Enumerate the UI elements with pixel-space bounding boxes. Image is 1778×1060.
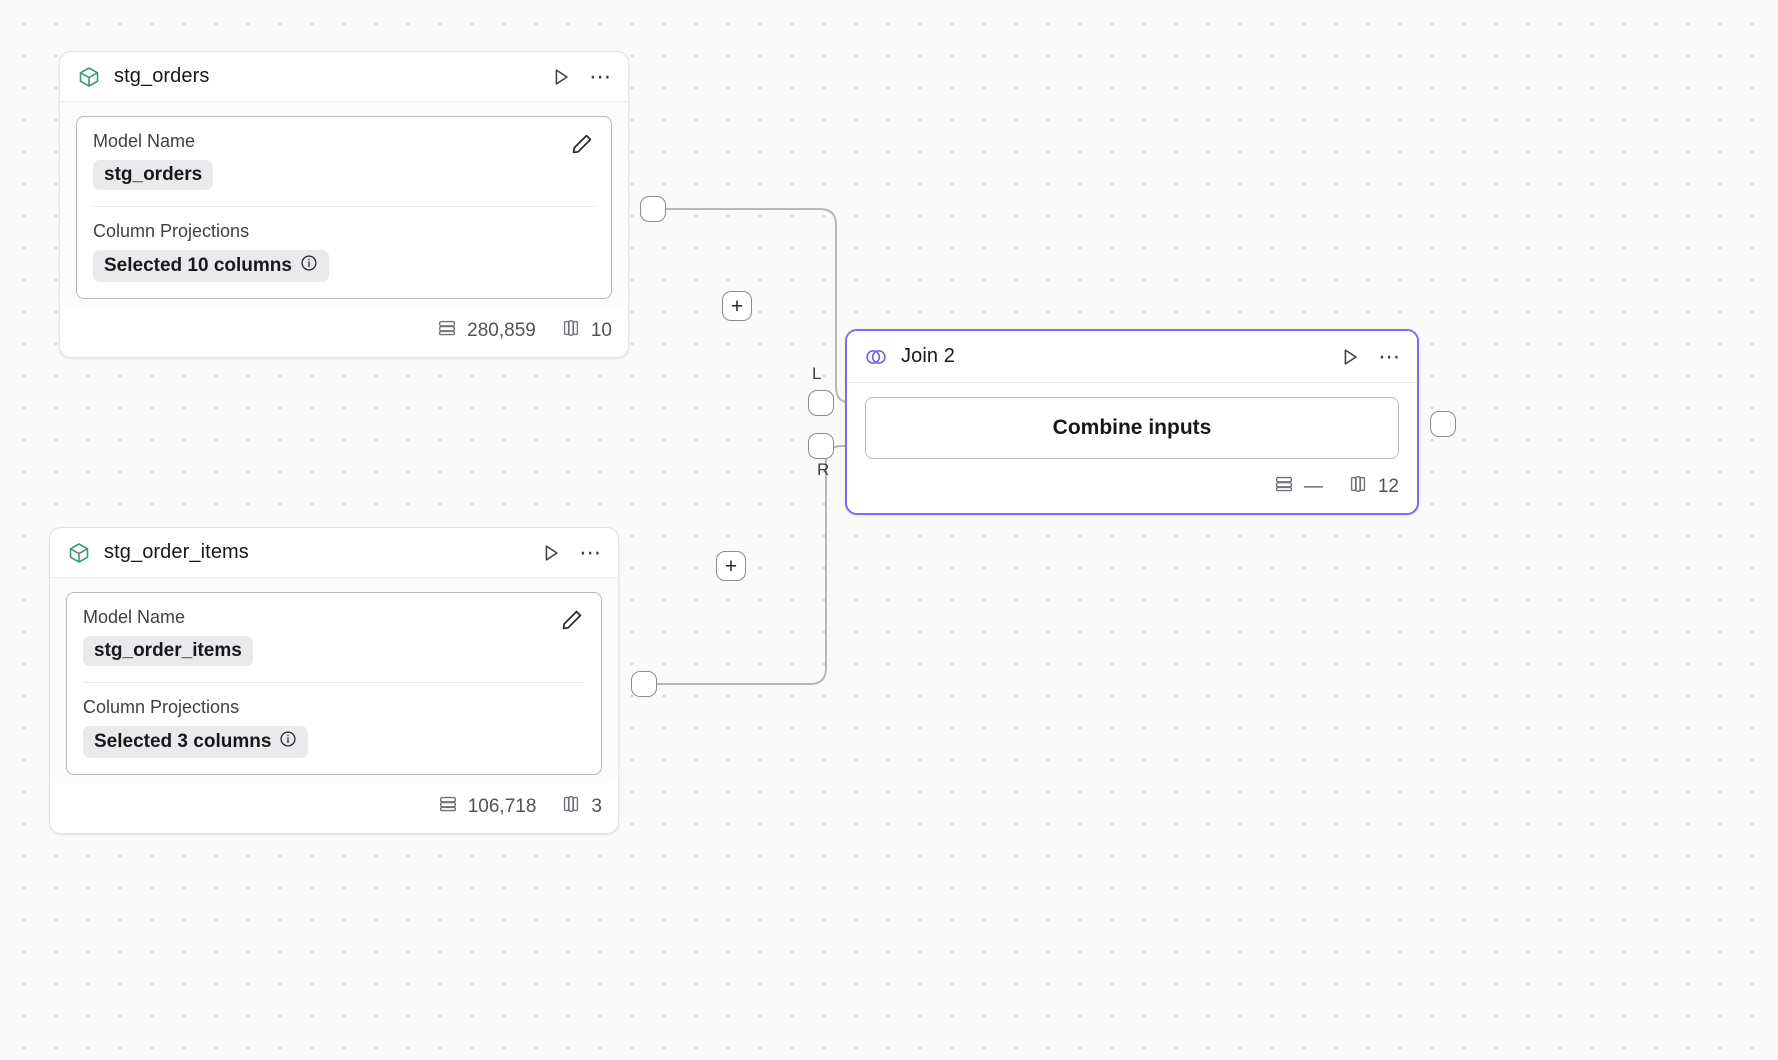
- more-options-icon[interactable]: ⋯: [1378, 343, 1402, 369]
- config-panel: Model Name stg_order_items Column Projec…: [66, 592, 602, 775]
- edit-pencil-icon[interactable]: [569, 131, 595, 157]
- column-count-stat: 3: [560, 793, 602, 821]
- info-icon[interactable]: [300, 254, 318, 278]
- columns-icon: [1347, 473, 1369, 501]
- column-projections-row: Column Projections Selected 10 columns: [93, 221, 595, 282]
- column-count-stat: 12: [1347, 473, 1399, 501]
- column-projections-text: Selected 10 columns: [104, 255, 292, 276]
- column-count-stat: 10: [560, 317, 612, 345]
- run-icon[interactable]: [548, 64, 574, 90]
- node-footer: — 12: [847, 465, 1417, 513]
- header-actions: ⋯: [538, 540, 604, 566]
- panel-divider: [93, 206, 595, 207]
- venn-join-icon: [863, 344, 889, 370]
- model-name-row: Model Name stg_orders: [93, 131, 595, 190]
- output-handle-stg-order-items[interactable]: [631, 671, 657, 697]
- model-name-row: Model Name stg_order_items: [83, 607, 585, 666]
- edit-pencil-icon[interactable]: [559, 607, 585, 633]
- column-projections-value[interactable]: Selected 3 columns: [83, 726, 309, 758]
- rows-value: 106,718: [467, 796, 537, 817]
- run-icon[interactable]: [538, 540, 564, 566]
- columns-icon: [560, 317, 582, 345]
- node-header: stg_orders ⋯: [60, 52, 628, 102]
- column-projections-label: Column Projections: [93, 221, 250, 241]
- node-footer: 106,718 3: [50, 783, 618, 833]
- columns-value: 3: [591, 796, 602, 817]
- model-name-value[interactable]: stg_orders: [93, 160, 214, 190]
- node-stg-order-items[interactable]: stg_order_items ⋯ Model Name stg_order_i…: [49, 527, 619, 834]
- row-count-stat: 106,718: [437, 793, 537, 821]
- node-body: Combine inputs: [847, 383, 1417, 465]
- header-actions: ⋯: [548, 64, 614, 90]
- add-node-button-top[interactable]: +: [722, 291, 752, 321]
- model-name-label: Model Name: [83, 607, 186, 627]
- column-projections-row: Column Projections Selected 3 columns: [83, 697, 585, 758]
- output-handle-join[interactable]: [1430, 411, 1456, 437]
- node-body: Model Name stg_order_items Column Projec…: [50, 578, 618, 783]
- input-handle-left[interactable]: [808, 390, 834, 416]
- run-icon[interactable]: [1337, 344, 1363, 370]
- more-options-icon[interactable]: ⋯: [589, 63, 613, 89]
- columns-value: 10: [590, 320, 612, 341]
- info-icon[interactable]: [279, 730, 297, 754]
- node-body: Model Name stg_orders Column Projections…: [60, 102, 628, 307]
- node-join-2[interactable]: Join 2 ⋯ Combine inputs —: [845, 329, 1419, 515]
- port-label-right: R: [817, 460, 830, 479]
- model-name-value[interactable]: stg_order_items: [83, 636, 253, 666]
- node-title: stg_order_items: [104, 541, 249, 563]
- input-handle-right[interactable]: [808, 433, 834, 459]
- node-footer: 280,859 10: [60, 307, 628, 357]
- node-stg-orders[interactable]: stg_orders ⋯ Model Name stg_orders: [59, 51, 629, 358]
- columns-icon: [560, 793, 582, 821]
- node-header: stg_order_items ⋯: [50, 528, 618, 578]
- columns-value: 12: [1377, 476, 1399, 497]
- add-node-button-bottom[interactable]: +: [716, 551, 746, 581]
- port-label-left: L: [812, 364, 822, 383]
- header-actions: ⋯: [1337, 344, 1403, 370]
- rows-icon: [436, 317, 458, 345]
- column-projections-text: Selected 3 columns: [94, 731, 272, 752]
- rows-icon: [1273, 473, 1295, 501]
- node-title: stg_orders: [114, 65, 210, 87]
- combine-inputs-button[interactable]: Combine inputs: [865, 397, 1399, 459]
- row-count-stat: —: [1273, 473, 1323, 501]
- output-handle-stg-orders[interactable]: [640, 196, 666, 222]
- rows-value: —: [1303, 476, 1323, 497]
- config-panel: Model Name stg_orders Column Projections…: [76, 116, 612, 299]
- more-options-icon[interactable]: ⋯: [579, 539, 603, 565]
- node-title: Join 2: [901, 345, 955, 367]
- row-count-stat: 280,859: [436, 317, 536, 345]
- cube-icon: [76, 64, 102, 90]
- panel-divider: [83, 682, 585, 683]
- node-header: Join 2 ⋯: [847, 331, 1417, 383]
- rows-icon: [437, 793, 459, 821]
- model-name-label: Model Name: [93, 131, 196, 151]
- rows-value: 280,859: [467, 320, 536, 341]
- column-projections-value[interactable]: Selected 10 columns: [93, 250, 329, 282]
- cube-icon: [66, 540, 92, 566]
- column-projections-label: Column Projections: [83, 697, 240, 717]
